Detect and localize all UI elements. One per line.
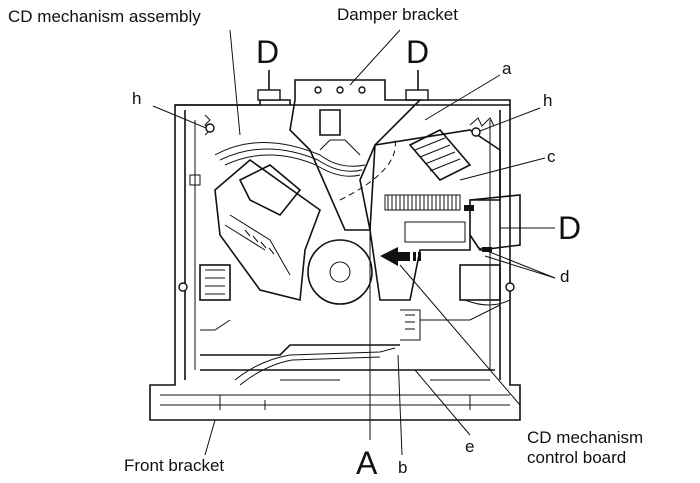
label-D-right: D [406, 34, 430, 70]
spring-right [469, 117, 495, 137]
flat-cable [339, 129, 472, 201]
label-h-right: h [543, 91, 553, 110]
top-screws [257, 70, 429, 101]
label-e: e [465, 437, 475, 456]
label-a: a [502, 59, 512, 78]
label-A: A [356, 445, 378, 481]
right-motor [459, 264, 515, 306]
label-d: d [560, 267, 570, 286]
slide-arrow [380, 247, 421, 266]
control-board [369, 129, 521, 301]
pickup-mechanism [214, 139, 366, 302]
lower-rails [200, 304, 501, 410]
label-cd-mechanism-assembly: CD mechanism assembly [8, 7, 201, 26]
leader-lines [152, 29, 556, 456]
label-damper-bracket: Damper bracket [337, 5, 458, 24]
label-D-left: D [256, 34, 280, 70]
label-cd-mechanism-control-board: CD mechanism control board [527, 428, 644, 467]
spring-left [204, 114, 215, 136]
left-motor [178, 174, 231, 301]
label-h-left: h [132, 89, 142, 108]
label-b: b [398, 458, 408, 477]
label-D-side: D [558, 210, 582, 246]
label-front-bracket: Front bracket [124, 456, 225, 475]
label-c: c [547, 147, 556, 166]
damper-bracket [289, 79, 422, 231]
chassis-frame [149, 99, 521, 421]
turntable [307, 239, 373, 305]
